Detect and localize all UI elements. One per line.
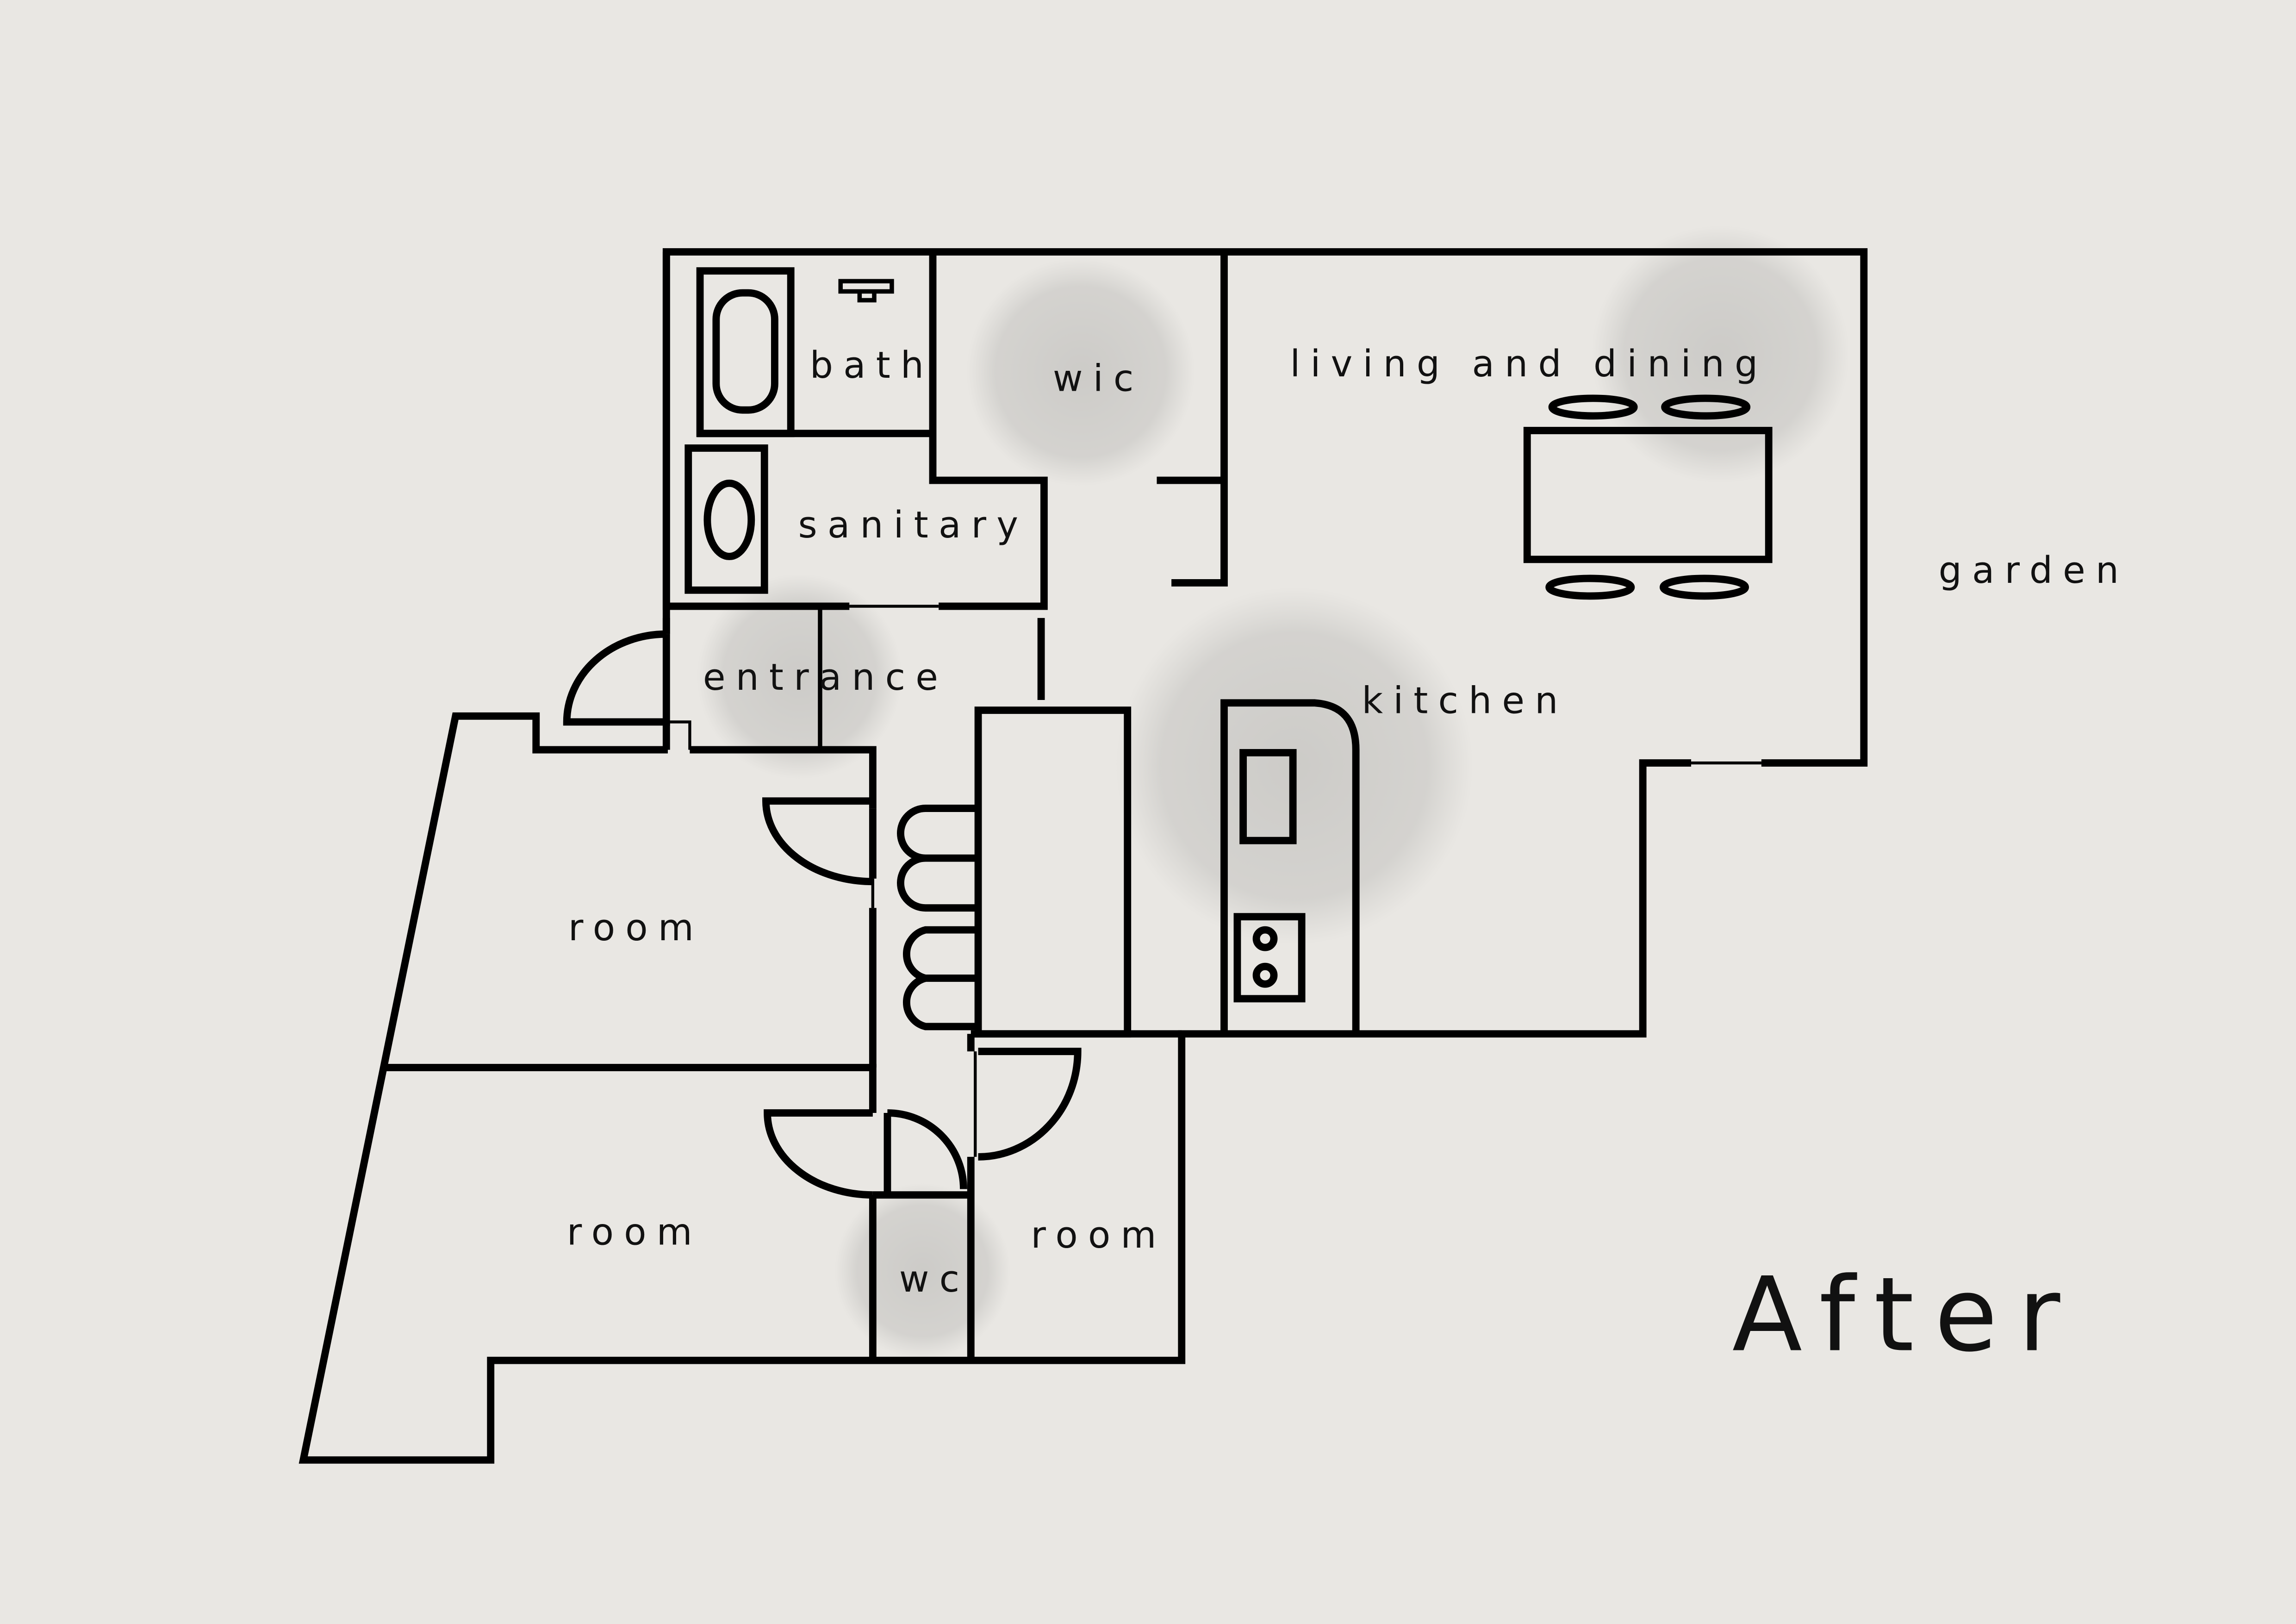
bath-sanitary-wall (662, 252, 1048, 610)
entrance-threshold (667, 720, 691, 750)
dining-chair (1545, 575, 1635, 600)
label-room-lower: room (567, 1211, 703, 1254)
bathtub (696, 267, 795, 437)
label-wic: wic (1053, 357, 1144, 400)
kitchen-sink (1239, 749, 1297, 844)
kitchen-counter (1220, 699, 1360, 1034)
label-bath: bath (810, 344, 934, 387)
stain (966, 257, 1195, 487)
room-lower-door (764, 1109, 873, 1199)
page-title: After (1732, 1255, 2081, 1374)
room-labels: bath wic living and dining sanitary gard… (567, 343, 2129, 1300)
wic-wall (1157, 252, 1228, 587)
label-entrance: entrance (703, 656, 948, 699)
stove-burner (1252, 926, 1278, 951)
entrance-door (563, 630, 670, 726)
storage-closet (974, 706, 1132, 1038)
washbasin (684, 444, 768, 594)
stain (834, 1183, 1011, 1359)
label-sanitary: sanitary (798, 504, 1028, 546)
kitchen-stove (1233, 913, 1306, 1003)
label-wc: wc (899, 1258, 970, 1300)
closet-door (897, 805, 978, 1031)
label-living-dining: living and dining (1290, 343, 1768, 385)
bathtub-inner (712, 289, 778, 414)
stove-burner (1252, 962, 1278, 988)
room-divider (385, 1064, 877, 1361)
stain (697, 574, 902, 779)
small-room-door (978, 1048, 1082, 1161)
dining-chair (1661, 394, 1751, 420)
openings (667, 605, 1761, 1197)
label-room-small: room (1031, 1214, 1166, 1256)
dining-chair (1548, 394, 1638, 420)
label-garden: garden (1939, 549, 2129, 592)
dining-chair (1660, 575, 1749, 600)
label-room-upper: room (568, 906, 704, 949)
dining-table (1523, 427, 1773, 563)
stain (1591, 225, 1849, 483)
room-upper-door (762, 797, 873, 886)
label-kitchen: kitchen (1362, 679, 1568, 722)
wc-door (884, 1109, 967, 1195)
walls (299, 248, 1868, 1464)
bath-faucet (838, 279, 894, 303)
washbasin-bowl (703, 479, 755, 560)
